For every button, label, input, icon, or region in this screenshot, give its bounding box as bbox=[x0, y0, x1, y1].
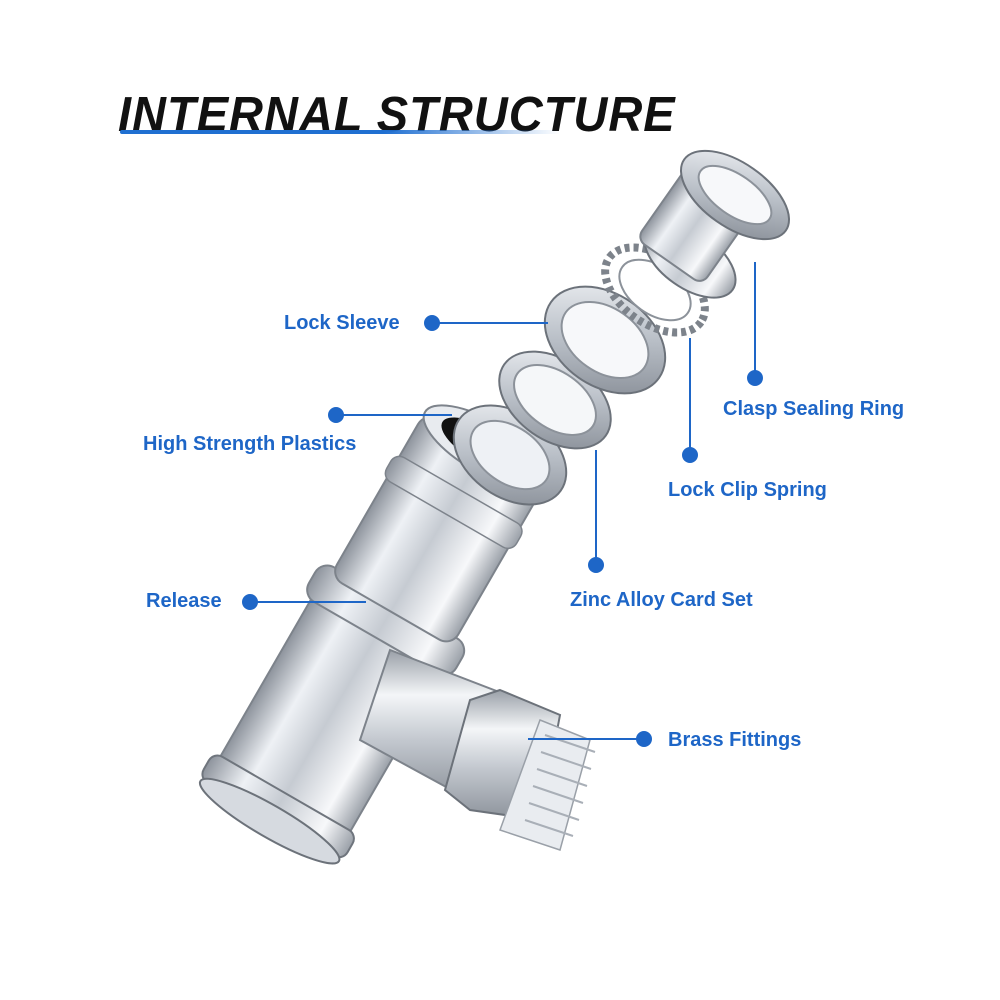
label-high-strength-plastics: High Strength Plastics bbox=[143, 433, 357, 455]
dot-release bbox=[242, 594, 258, 610]
label-clasp-sealing-ring: Clasp Sealing Ring bbox=[723, 398, 905, 420]
label-brass-fittings: Brass Fittings bbox=[668, 729, 802, 751]
label-lock-clip-spring: Lock Clip Spring bbox=[668, 479, 827, 501]
dot-clasp-sealing-ring bbox=[747, 370, 763, 386]
dot-lock-clip-spring bbox=[682, 447, 698, 463]
label-release: Release bbox=[146, 590, 222, 612]
leader-lines bbox=[250, 262, 756, 740]
label-lock-sleeve: Lock Sleeve bbox=[284, 312, 400, 334]
dot-brass-fittings bbox=[636, 731, 652, 747]
thread bbox=[499, 719, 596, 851]
clasp-sealing-ring-part bbox=[639, 149, 791, 299]
dot-zinc-alloy-card-set bbox=[588, 557, 604, 573]
label-zinc-alloy-card-set: Zinc Alloy Card Set bbox=[570, 589, 753, 611]
dot-lock-sleeve bbox=[424, 315, 440, 331]
dot-high-strength-plastics bbox=[328, 407, 344, 423]
side-branch bbox=[358, 648, 596, 851]
leader-dots bbox=[242, 315, 763, 747]
title-underline bbox=[120, 130, 560, 134]
